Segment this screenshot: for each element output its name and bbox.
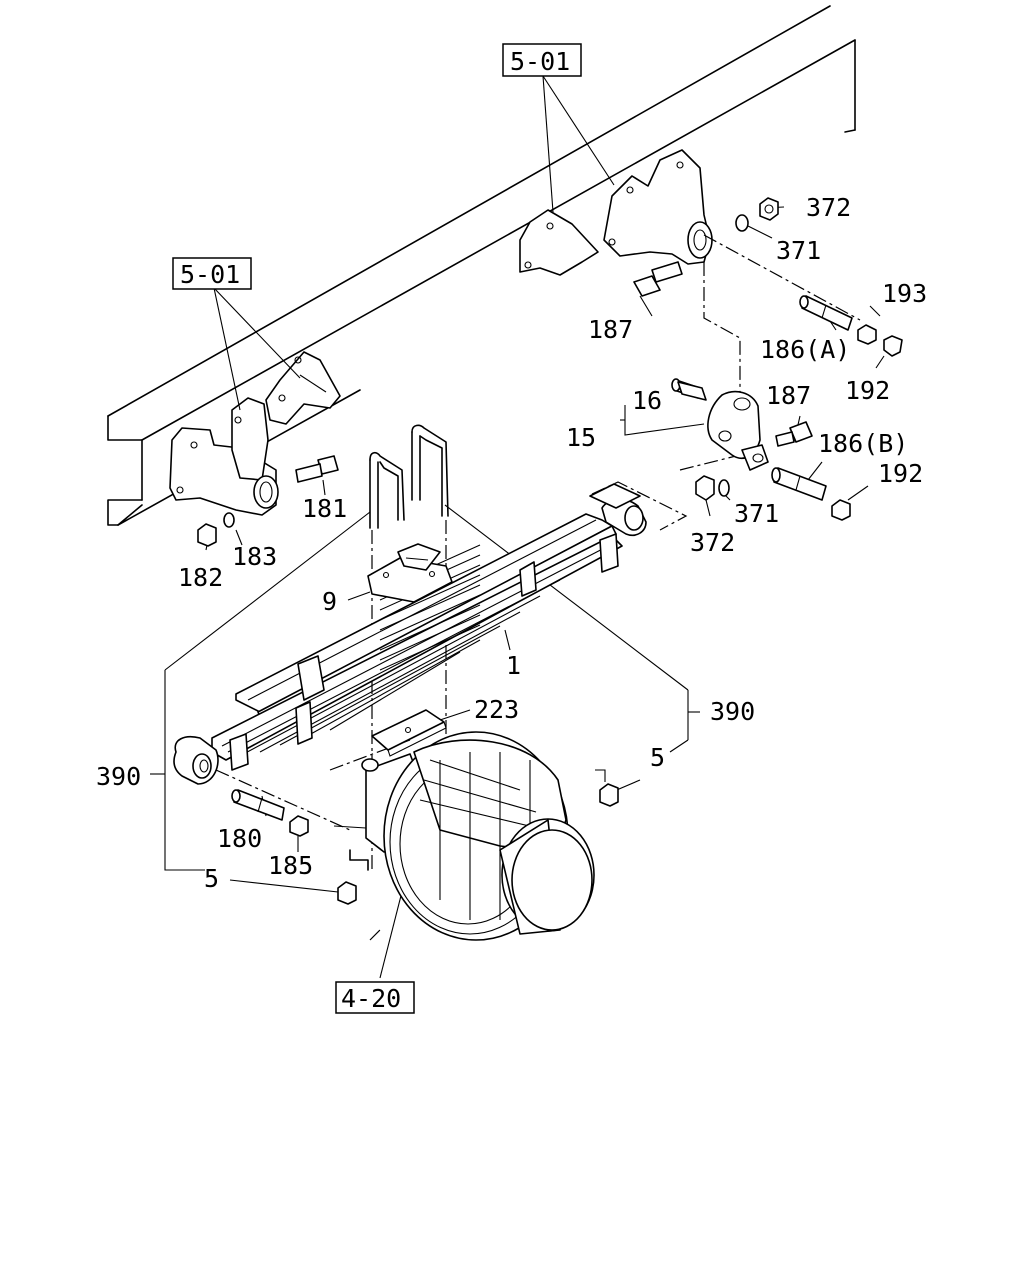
label-9: 9 xyxy=(322,587,337,616)
shackle-assembly xyxy=(671,378,769,471)
label-183: 183 xyxy=(232,542,277,571)
label-1: 1 xyxy=(506,651,521,680)
label-16: 16 xyxy=(632,386,662,415)
right-front-hanger xyxy=(519,209,599,276)
leader-lines xyxy=(150,75,885,979)
bolt-187-top xyxy=(633,261,683,297)
ref-label-top: 5-01 xyxy=(510,47,570,76)
label-192-top: 192 xyxy=(845,376,890,405)
label-371-mid: 371 xyxy=(734,499,779,528)
label-187-top: 187 xyxy=(588,315,633,344)
right-rear-hanger xyxy=(603,149,713,265)
bolt-187-mid xyxy=(775,421,813,447)
label-187-mid: 187 xyxy=(766,381,811,410)
label-185: 185 xyxy=(268,851,313,880)
leaf-spring xyxy=(173,483,647,785)
ref-label-left: 5-01 xyxy=(180,260,240,289)
pin-186b xyxy=(771,467,827,501)
spring-seat-9 xyxy=(367,543,453,603)
u-bolts xyxy=(369,424,449,529)
bolt-181 xyxy=(295,455,339,483)
left-front-hanger xyxy=(169,397,279,516)
label-390-left: 390 xyxy=(96,762,141,791)
pin-186a xyxy=(799,295,853,331)
label-181: 181 xyxy=(302,494,347,523)
label-372-top: 372 xyxy=(806,193,851,222)
label-15: 15 xyxy=(566,423,596,452)
label-372-mid: 372 xyxy=(690,528,735,557)
left-rear-hanger xyxy=(265,351,341,425)
label-371-top: 371 xyxy=(776,236,821,265)
label-193: 193 xyxy=(882,279,927,308)
pin-16 xyxy=(677,381,707,401)
label-223: 223 xyxy=(474,695,519,724)
ref-label-axle: 4-20 xyxy=(341,984,401,1013)
label-186b: 186(B) xyxy=(818,429,908,458)
label-5-right: 5 xyxy=(650,743,665,772)
nuts-washers xyxy=(197,197,903,905)
pad-223 xyxy=(371,709,447,757)
ref-box-top: 5-01 xyxy=(502,43,582,77)
label-5-left: 5 xyxy=(204,864,219,893)
label-390-right: 390 xyxy=(710,697,755,726)
part-labels: 372 371 193 187 186(A) 192 16 15 187 186… xyxy=(96,193,927,893)
ref-box-left: 5-01 xyxy=(172,257,252,290)
pin-180 xyxy=(231,789,285,821)
label-186a: 186(A) xyxy=(760,335,850,364)
label-182: 182 xyxy=(178,563,223,592)
label-192-mid: 192 xyxy=(878,459,923,488)
label-180: 180 xyxy=(217,824,262,853)
ref-box-axle: 4-20 xyxy=(335,981,415,1014)
axle-hub-drum xyxy=(333,731,595,941)
